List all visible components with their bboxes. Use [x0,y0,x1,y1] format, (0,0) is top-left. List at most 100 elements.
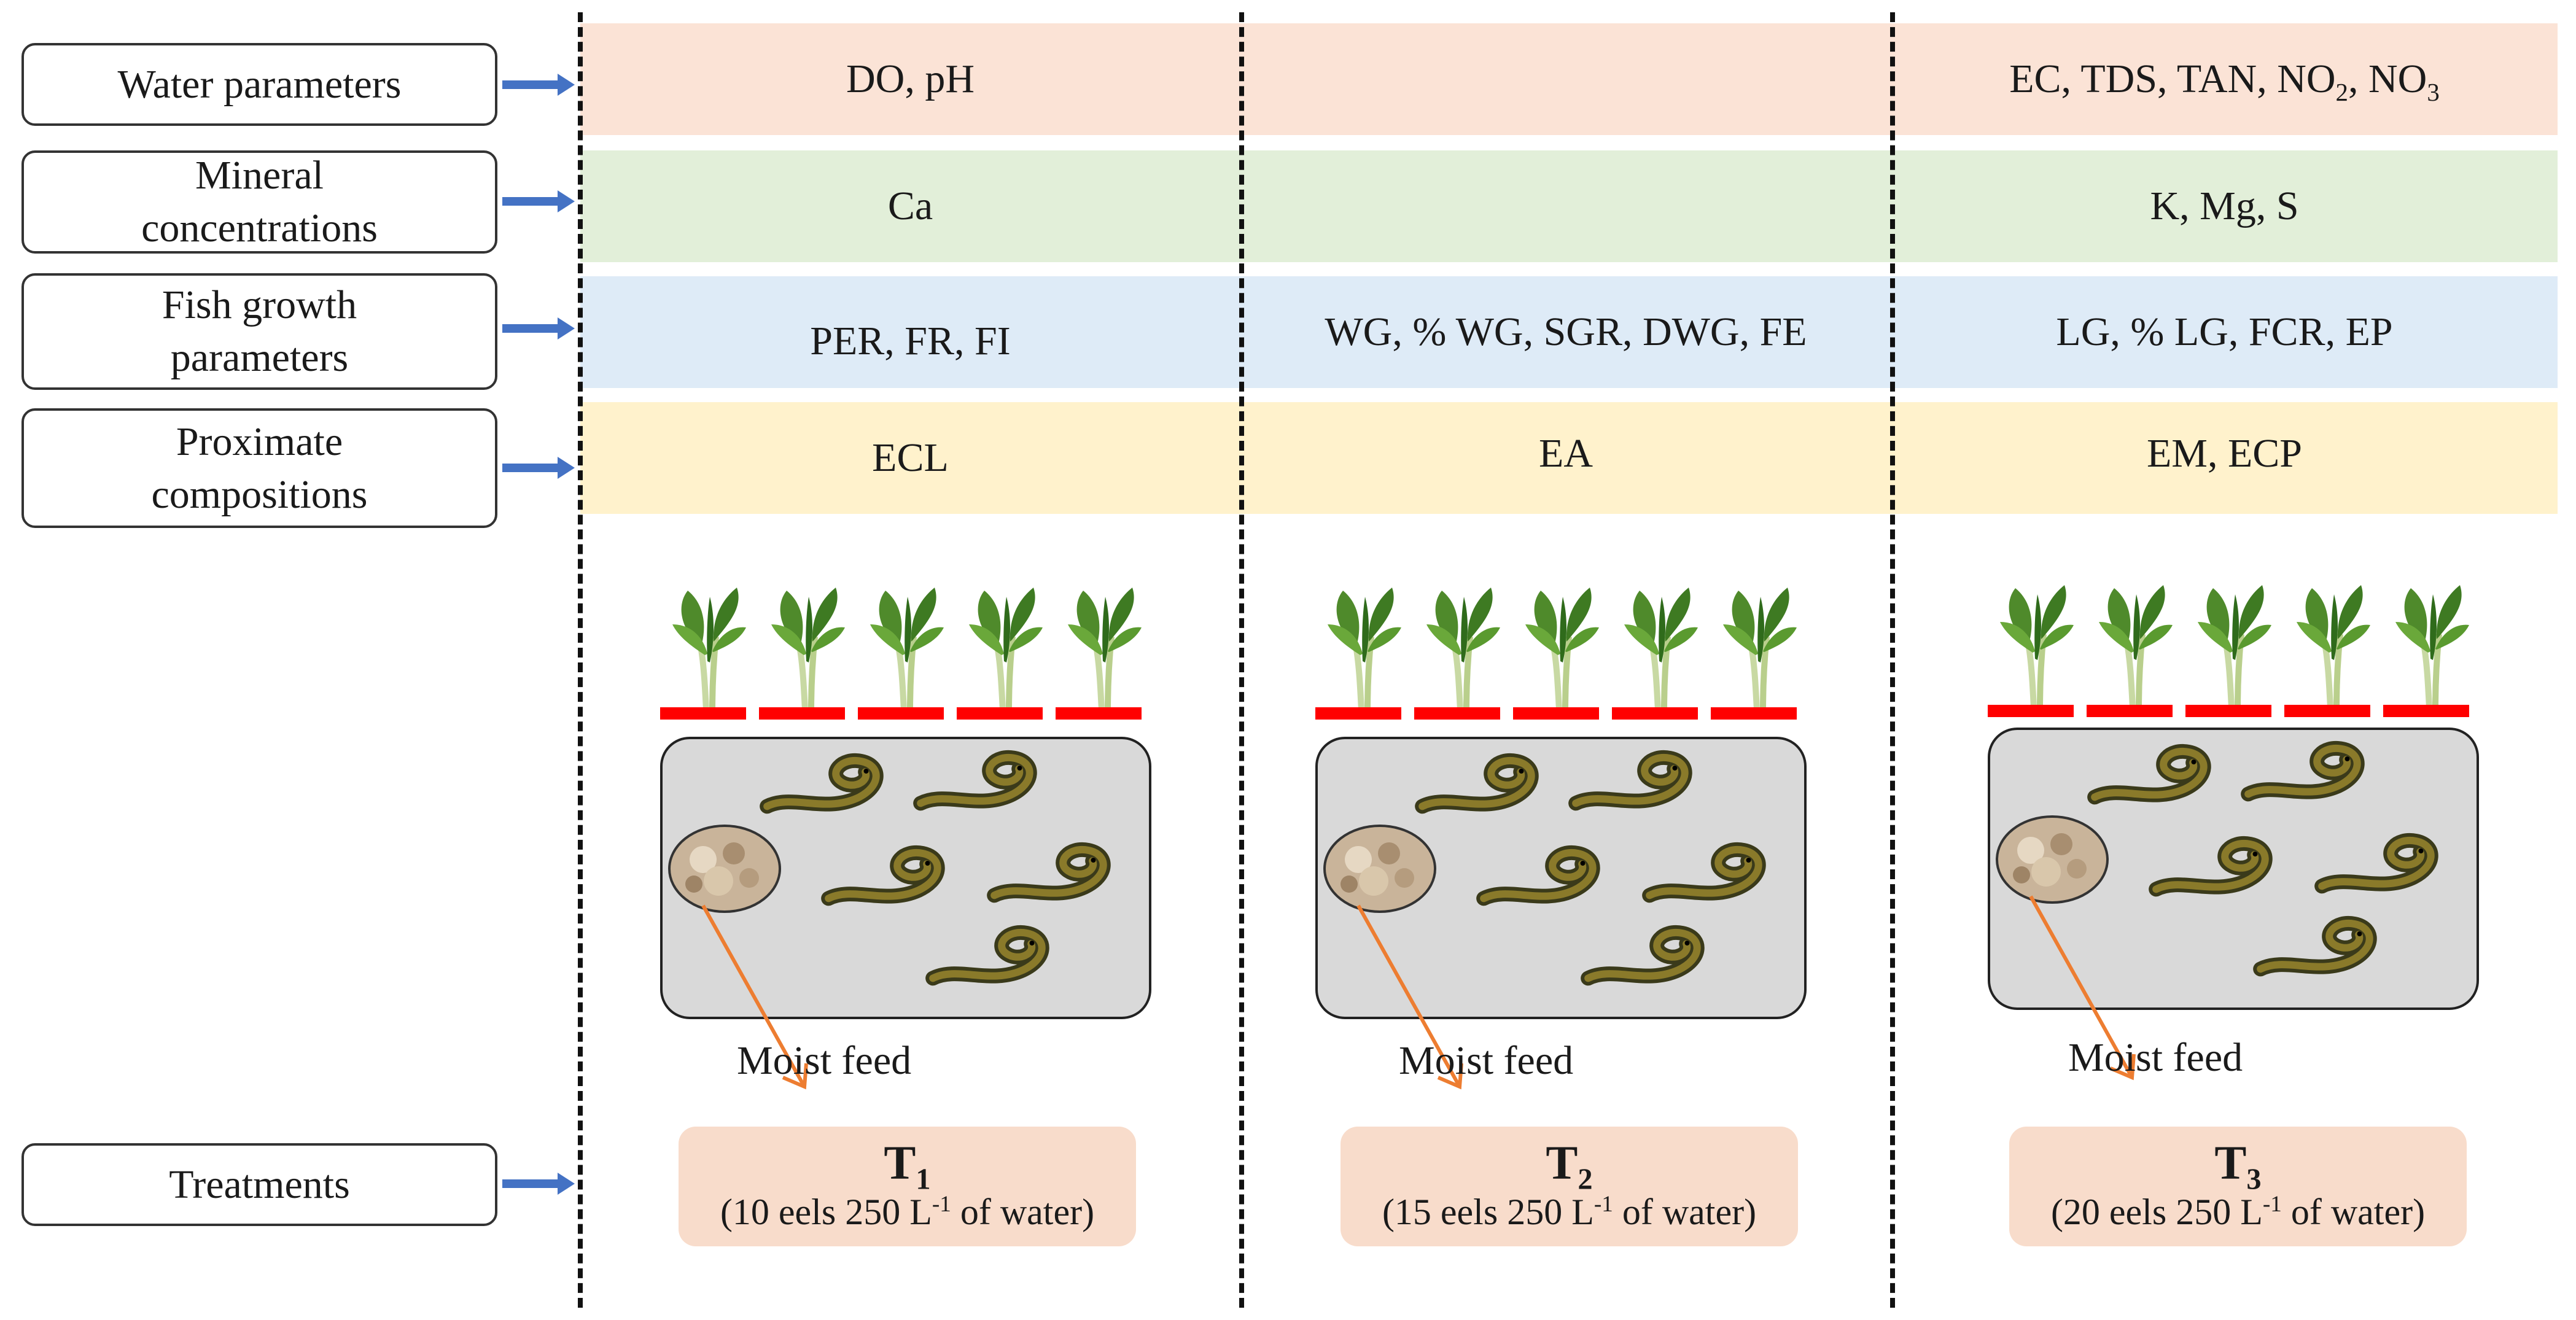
eel-icon [2253,915,2377,977]
cell-text: WG, % WG, SGR, DWG, FE [1325,309,1807,354]
floating-raft-segment [2185,705,2271,717]
label-text: compositions [151,472,368,517]
water-cell-t1: DO, pH [580,23,1240,135]
eel-icon [1476,845,1600,906]
band-fish-growth-parameters [580,276,2558,388]
cell-text: Ca [887,184,933,228]
right-arrow-icon [502,74,575,96]
label-fish-growth-parameters: Fish growth parameters [21,273,497,390]
floating-raft-segment [759,707,845,720]
mineral-cell-t2 [1240,150,1891,262]
eel-icon [2314,833,2438,894]
feed-pointer-arrow [1356,904,1463,1090]
right-arrow-icon [502,1173,575,1195]
label-mineral-concentrations: Mineral concentrations [21,150,497,254]
floating-raft-segment [1612,707,1698,720]
eel-icon [821,845,945,906]
cell-text: EC, TDS, TAN, NO2, NO3 [2009,56,2440,107]
eel-icon [1415,753,1539,814]
label-water-parameters: Water parameters [21,43,497,126]
cell-text: ECL [872,435,949,480]
band-water-parameters [580,23,2558,135]
label-text: Mineral [195,153,324,198]
treatment-description: (15 eels 250 L-1 of water) [1382,1192,1757,1232]
mineral-cell-t3: K, Mg, S [1891,150,2558,262]
feed-pointer-arrow [701,904,808,1090]
proximate-cell-t1: ECL [580,402,1240,514]
plant-icon [1624,588,1698,711]
feed-pellet-icon [668,825,781,913]
plant-icon [1426,588,1500,711]
cell-text: PER, FR, FI [810,319,1011,363]
floating-raft-segment [2087,705,2173,717]
floating-raft-segment [1988,705,2074,717]
label-proximate-compositions: Proximate compositions [21,408,497,528]
moist-feed-label: Moist feed [737,1038,912,1083]
floating-raft-segment [1711,707,1797,720]
label-text: Water parameters [117,61,402,107]
plant-icon [969,588,1043,711]
eel-icon [760,753,884,814]
water-cell-t2 [1240,23,1891,135]
treatment-description: (10 eels 250 L-1 of water) [720,1192,1095,1232]
treatment-box-t1: T1 (10 eels 250 L-1 of water) [679,1127,1136,1246]
plant-icon [2395,585,2469,709]
growth-cell-t1: PER, FR, FI [580,285,1240,397]
floating-raft-segment [1414,707,1500,720]
plant-icon [1525,588,1599,711]
treatment-title: T2 [1546,1136,1593,1196]
eel-icon [987,842,1111,903]
plant-icon [672,588,746,711]
label-text: Proximate [176,419,343,464]
feed-pellet-icon [1996,815,2109,904]
eel-icon [925,925,1049,986]
floating-raft-segment [858,707,944,720]
plant-icon [2099,585,2173,709]
proximate-cell-t3: EM, ECP [1891,398,2558,510]
plant-icon [1068,588,1142,711]
floating-raft-segment [1513,707,1599,720]
moist-feed-label: Moist feed [2068,1035,2243,1080]
floating-raft-segment [2383,705,2469,717]
floating-raft-segment [660,707,746,720]
plant-icon [870,588,944,711]
floating-raft-segment [1056,707,1142,720]
treatment-box-t2: T2 (15 eels 250 L-1 of water) [1341,1127,1798,1246]
label-text: concentrations [141,206,378,250]
column-divider [1239,12,1244,1308]
label-text: Treatments [169,1162,350,1207]
eel-icon [2087,743,2211,805]
eel-icon [913,750,1037,811]
band-proximate-compositions [580,402,2558,514]
plant-icon [2297,585,2370,709]
water-cell-t3: EC, TDS, TAN, NO2, NO3 [1891,23,2558,135]
growth-cell-t2: WG, % WG, SGR, DWG, FE [1240,276,1891,388]
treatment-description: (20 eels 250 L-1 of water) [2050,1192,2426,1232]
cell-text: K, Mg, S [2150,184,2299,228]
column-divider [578,12,583,1308]
right-arrow-icon [502,190,575,212]
moist-feed-label: Moist feed [1399,1038,1574,1083]
floating-raft-segment [957,707,1043,720]
cell-text: DO, pH [846,56,975,101]
floating-raft-segment [2284,705,2370,717]
feed-pellet-icon [1323,825,1436,913]
treatment-title: T1 [884,1136,931,1196]
mineral-cell-t1: Ca [580,150,1240,262]
label-text: parameters [170,335,349,380]
right-arrow-icon [502,457,575,479]
cell-text: EA [1539,431,1593,476]
label-text: Fish growth [161,282,357,327]
proximate-cell-t2: EA [1240,398,1891,510]
band-mineral-concentrations [580,150,2558,262]
right-arrow-icon [502,317,575,340]
plant-icon [2198,585,2271,709]
cell-text: EM, ECP [2146,431,2303,476]
eel-icon [2241,740,2365,802]
growth-cell-t3: LG, % LG, FCR, EP [1891,276,2558,388]
plant-icon [771,588,845,711]
eel-icon [1642,842,1766,903]
treatment-title: T3 [2214,1136,2262,1196]
label-treatments: Treatments [21,1143,497,1226]
eel-icon [1568,750,1692,811]
